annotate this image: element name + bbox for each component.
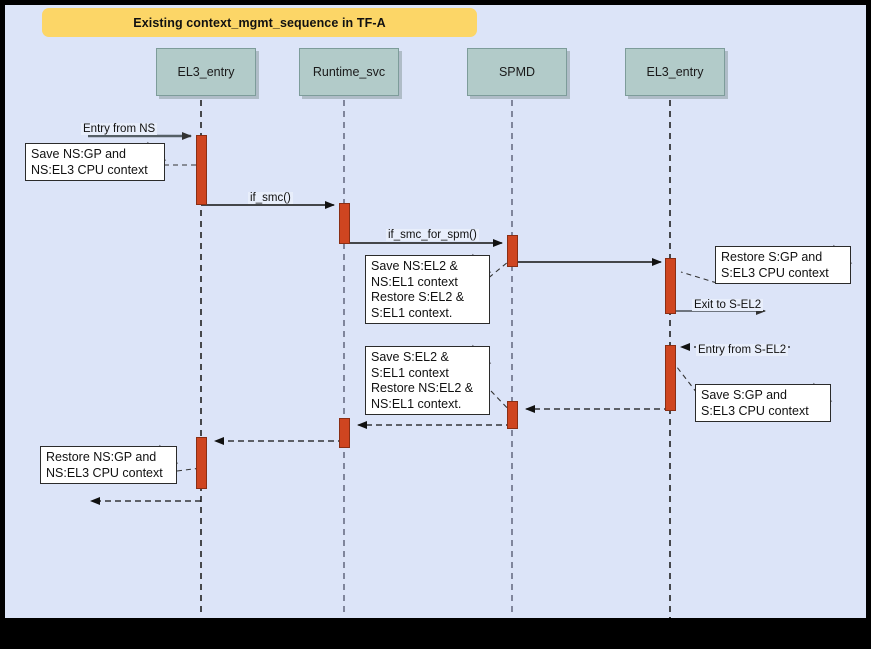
diagram-title-banner: Existing context_mgmt_sequence in TF-A	[42, 8, 477, 37]
lifeline-head-el3-entry-1[interactable]: EL3_entry	[156, 48, 256, 96]
note-save-s-el2-restore-ns-el2: Save S:EL2 & S:EL1 context Restore NS:EL…	[365, 346, 490, 415]
activation-bar-runtime-svc-a[interactable]	[339, 203, 350, 244]
note-save-s-gp-el3: Save S:GP and S:EL3 CPU context	[695, 384, 831, 422]
activation-bar-el3-entry-2a[interactable]	[665, 258, 676, 314]
lifeline-head-label: EL3_entry	[646, 65, 704, 79]
note-save-ns-gp-el3: Save NS:GP and NS:EL3 CPU context	[25, 143, 165, 181]
lifeline-head-label: EL3_entry	[177, 65, 235, 79]
activation-bar-el3-entry-2b[interactable]	[665, 345, 676, 411]
message-label-exit-to-sel2: Exit to S-EL2	[692, 299, 764, 311]
diagram-canvas: Existing context_mgmt_sequence in TF-A E…	[5, 5, 866, 618]
lifeline-head-spmd[interactable]: SPMD	[467, 48, 567, 96]
activation-bar-el3-entry-1a[interactable]	[196, 135, 207, 205]
activation-bar-runtime-svc-b[interactable]	[339, 418, 350, 448]
note-leader-3	[680, 271, 718, 284]
activation-bar-el3-entry-1b[interactable]	[196, 437, 207, 489]
lifeline-head-el3-entry-2[interactable]: EL3_entry	[625, 48, 725, 96]
message-label-if-smc-for-spm: if_smc_for_spm()	[386, 229, 479, 241]
lifeline-head-label: SPMD	[498, 65, 536, 79]
note-restore-ns-gp-el3: Restore NS:GP and NS:EL3 CPU context	[40, 446, 177, 484]
message-label-if-smc: if_smc()	[248, 192, 293, 204]
note-restore-s-gp-el3: Restore S:GP and S:EL3 CPU context	[715, 246, 851, 284]
note-save-ns-el2-restore-s-el2: Save NS:EL2 & NS:EL1 context Restore S:E…	[365, 255, 490, 324]
note-leader-4	[672, 361, 698, 394]
lifeline-head-label: Runtime_svc	[312, 65, 386, 79]
activation-bar-spmd-a[interactable]	[507, 235, 518, 267]
activation-bar-spmd-b[interactable]	[507, 401, 518, 429]
message-label-entry-from-sel2: Entry from S-EL2	[696, 344, 789, 356]
lifeline-head-runtime-svc[interactable]: Runtime_svc	[299, 48, 399, 96]
message-label-entry-from-ns: Entry from NS	[81, 123, 158, 135]
